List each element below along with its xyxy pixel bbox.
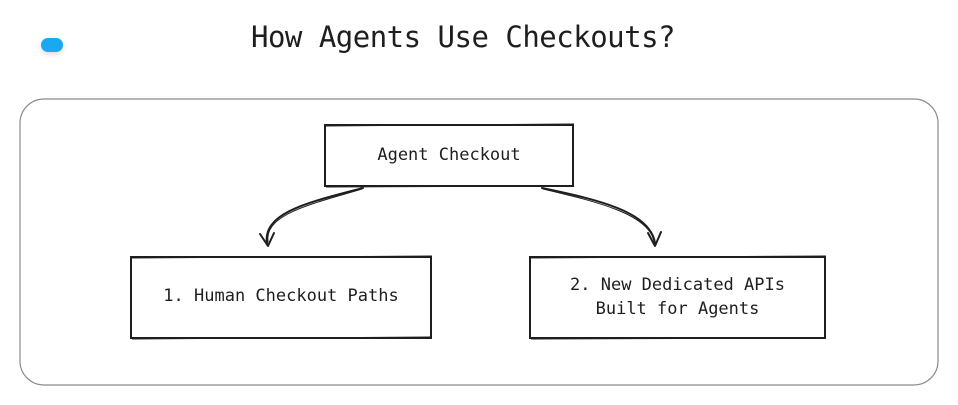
node-dedicated-apis-label-line2: Built for Agents [595,299,760,319]
diagram-title: How Agents Use Checkouts? [251,20,676,54]
node-dedicated-apis-label: 2. New Dedicated APIs Built for Agents [530,273,825,321]
node-human-checkout-label: 1. Human Checkout Paths [163,286,399,306]
node-dedicated-apis-box [528,255,827,340]
node-human-checkout-box [129,255,433,340]
node-dedicated-apis-label-line1: 2. New Dedicated APIs [570,275,785,295]
status-dot [41,38,63,52]
node-agent-checkout-box [323,123,575,188]
arrow-to-dedicated-apis [541,187,662,247]
diagram-frame [19,98,939,386]
arrow-to-human-checkout [259,187,364,247]
node-agent-checkout-label: Agent Checkout [377,145,521,165]
